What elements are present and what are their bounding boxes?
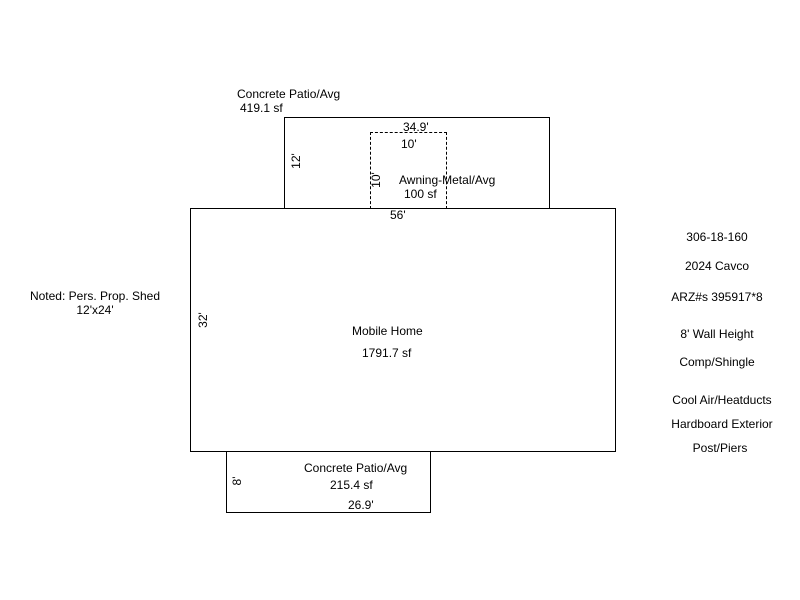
shed-note-line1: Noted: Pers. Prop. Shed [29,289,161,303]
info-cooling: Cool Air/Heatducts [672,393,772,407]
info-arz: ARZ#s 395917*8 [671,290,763,304]
info-foundation: Post/Piers [692,441,748,455]
top-patio-area: 419.1 sf [240,101,283,115]
bottom-patio-width-dim: 26.9' [348,498,374,512]
shed-note-line2: 12'x24' [76,303,114,317]
bottom-patio-height-dim: 8' [230,476,244,486]
awning-height-dim: 10' [369,172,383,188]
info-make: 2024 Cavco [684,259,750,273]
info-wall-height: 8' Wall Height [680,327,754,341]
home-width-dim: 56' [390,208,406,222]
top-patio-label: Concrete Patio/Avg [237,87,341,101]
top-patio-height-dim: 12' [289,153,303,169]
awning-width-dim: 10' [401,137,417,151]
awning-area: 100 sf [404,187,437,201]
bottom-patio-label: Concrete Patio/Avg [304,461,408,475]
awning-label: Awning-Metal/Avg [399,173,496,187]
info-exterior: Hardboard Exterior [671,417,773,431]
bottom-patio-area: 215.4 sf [330,478,373,492]
home-height-dim: 32' [196,312,210,328]
top-patio-width-dim: 34.9' [403,120,429,134]
home-area: 1791.7 sf [362,346,412,360]
home-label: Mobile Home [352,324,423,338]
info-roof: Comp/Shingle [679,355,755,369]
bottom-patio-outline [226,451,431,513]
info-parcel: 306-18-160 [686,230,748,244]
